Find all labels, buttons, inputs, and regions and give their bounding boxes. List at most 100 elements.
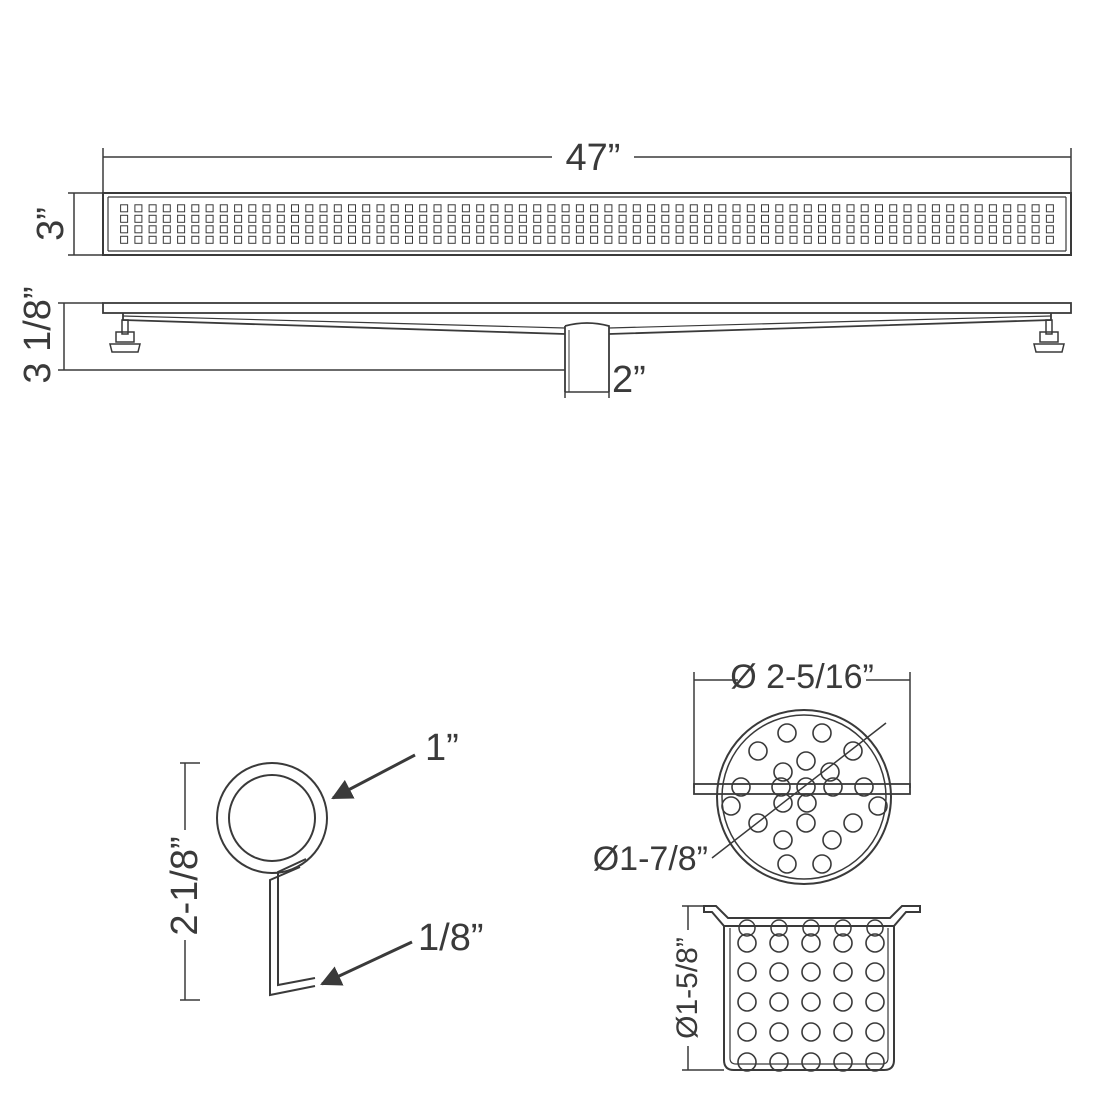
grate-hole	[818, 204, 826, 213]
grate-hole	[1003, 235, 1012, 244]
grate-hole	[504, 204, 513, 213]
grate-hole	[903, 204, 912, 213]
grate-hole	[248, 204, 257, 213]
grate-hole	[433, 225, 442, 234]
grate-hole	[875, 214, 883, 223]
grate-hole	[191, 204, 200, 213]
grate-hole	[903, 235, 912, 244]
grate-hole	[419, 214, 428, 223]
grate-hole	[946, 214, 955, 223]
grate-hole	[604, 214, 613, 223]
grate-hole	[746, 225, 755, 234]
drain-top-view: 47” 3”	[30, 137, 1072, 256]
strainer-depth-label: Ø1-5/8”	[671, 937, 704, 1039]
grate-hole	[946, 225, 955, 234]
grate-hole	[447, 204, 456, 213]
grate-hole	[689, 214, 698, 223]
grate-hole	[732, 235, 741, 244]
grate-hole	[376, 204, 385, 213]
hook-stem	[269, 866, 316, 997]
strainer-hole-pattern	[721, 723, 888, 874]
grate-hole	[518, 214, 527, 223]
grate-hole	[917, 235, 926, 244]
grate-hole	[191, 225, 200, 234]
grate-hole	[177, 214, 186, 223]
grate-hole	[931, 214, 940, 223]
grate-hole	[661, 235, 670, 244]
hook-ring-outer	[216, 762, 328, 874]
grate-hole	[718, 204, 727, 213]
grate-hole	[931, 204, 940, 213]
grate-hole	[732, 204, 741, 213]
grate-hole	[931, 225, 940, 234]
grate-hole	[248, 225, 257, 234]
strainer-side-hole	[801, 962, 821, 982]
strainer-side-hole	[865, 1022, 885, 1042]
strainer-side-hole	[833, 933, 853, 953]
grate-hole	[291, 235, 299, 244]
grate-hole	[846, 204, 855, 213]
grate-hole	[376, 214, 385, 223]
grate-hole	[1045, 235, 1054, 244]
grate-hole	[376, 235, 385, 244]
grate-hole	[533, 214, 542, 223]
leveling-foot-left	[109, 319, 141, 353]
grate-hole	[590, 225, 599, 234]
grate-hole	[818, 235, 826, 244]
grate-hole	[789, 235, 798, 244]
side-channel-bottom-left	[122, 315, 566, 329]
grate-hole	[120, 235, 129, 244]
grate-hole	[205, 225, 214, 234]
grate-hole	[832, 235, 841, 244]
grate-hole	[789, 225, 798, 234]
grate-hole	[248, 235, 257, 244]
grate-hole	[547, 225, 556, 234]
grate-hole	[746, 214, 755, 223]
grate-hole	[803, 204, 812, 213]
grate-hole	[276, 204, 285, 213]
grate-hole	[846, 214, 855, 223]
strainer-side-hole	[833, 1022, 853, 1042]
grate-hole	[618, 235, 627, 244]
grate-hole	[875, 204, 883, 213]
grate-hole	[419, 235, 428, 244]
grate-hole	[803, 235, 812, 244]
grate-hole	[875, 225, 883, 234]
grate-hole	[177, 235, 186, 244]
grate-hole	[1031, 225, 1040, 234]
grate-hole	[1045, 214, 1054, 223]
strainer-hole	[773, 793, 793, 813]
grate-hole	[219, 235, 228, 244]
grate-hole	[305, 214, 314, 223]
grate-hole	[262, 214, 271, 223]
grate-hole	[1031, 214, 1040, 223]
strainer-hole	[854, 777, 874, 797]
grate-hole	[1003, 204, 1012, 213]
grate-hole	[988, 225, 997, 234]
grate-hole	[191, 214, 200, 223]
grate-hole	[120, 204, 129, 213]
grate-hole	[590, 204, 599, 213]
ring-size-label: 1”	[425, 727, 459, 769]
grate-hole	[134, 214, 143, 223]
grate-hole	[205, 214, 214, 223]
grate-hole	[533, 204, 542, 213]
strainer-side-hole	[865, 962, 885, 982]
grate-hole	[476, 225, 485, 234]
grate-hole	[219, 225, 228, 234]
grate-hole	[917, 204, 926, 213]
strainer-side-hole	[865, 933, 885, 953]
grate-hole	[946, 235, 955, 244]
grate-hole	[490, 235, 499, 244]
strainer-rim	[703, 905, 921, 927]
grate-hole	[1045, 225, 1054, 234]
length-dim-label: 47”	[566, 137, 621, 179]
grate-hole	[504, 225, 513, 234]
strainer-side-hole	[737, 1052, 757, 1072]
grate-hole	[504, 214, 513, 223]
grate-hole	[476, 235, 485, 244]
grate-hole	[148, 235, 157, 244]
grate-hole	[889, 235, 898, 244]
grate-hole	[803, 225, 812, 234]
grate-hole	[632, 204, 641, 213]
